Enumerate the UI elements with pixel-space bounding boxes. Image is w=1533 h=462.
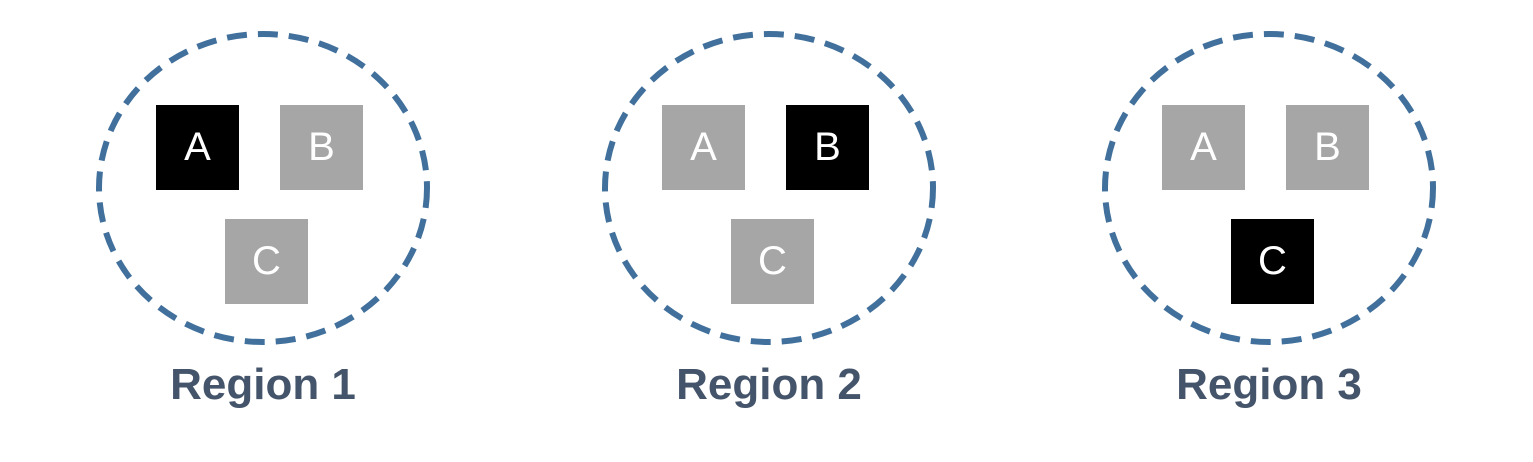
box-c: C bbox=[225, 219, 308, 304]
dashed-circle bbox=[96, 31, 430, 345]
region-label: Region 2 bbox=[676, 360, 862, 409]
box-b: B bbox=[1286, 105, 1369, 190]
region-3: A B C Region 3 bbox=[1099, 0, 1439, 462]
region-1: A B C Region 1 bbox=[93, 0, 433, 462]
region-label: Region 1 bbox=[170, 360, 356, 409]
box-a: A bbox=[1162, 105, 1245, 190]
box-c: C bbox=[731, 219, 814, 304]
region-2: A B C Region 2 bbox=[599, 0, 939, 462]
box-a: A bbox=[662, 105, 745, 190]
dashed-circle bbox=[602, 31, 936, 345]
box-b: B bbox=[786, 105, 869, 190]
box-c: C bbox=[1231, 219, 1314, 304]
region-label: Region 3 bbox=[1176, 360, 1362, 409]
box-b: B bbox=[280, 105, 363, 190]
box-a: A bbox=[156, 105, 239, 190]
dashed-circle bbox=[1102, 31, 1436, 345]
